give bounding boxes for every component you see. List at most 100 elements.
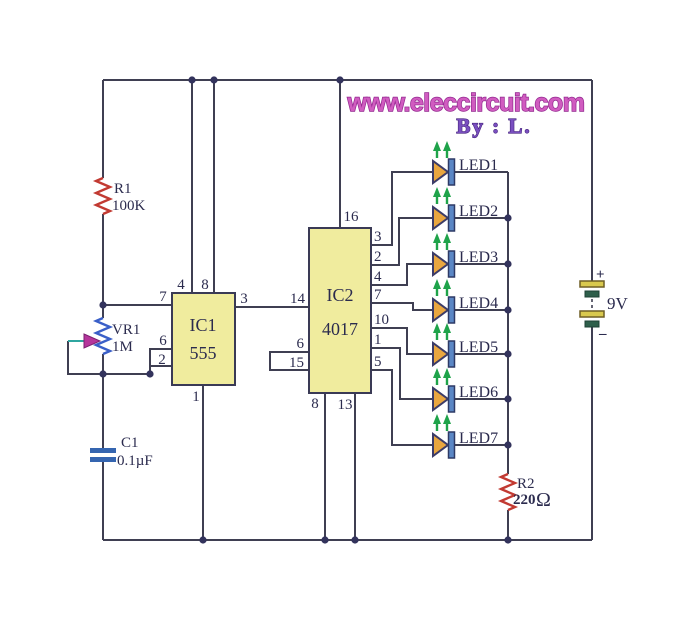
- ic1-pin6-label: 6: [159, 333, 167, 349]
- led-arrow-head-icon: [443, 141, 451, 151]
- battery-voltage-label: 9V: [607, 294, 629, 313]
- junction-dot: [336, 76, 344, 84]
- led5: LED5: [432, 323, 498, 368]
- ic2-part: 4017: [322, 319, 358, 339]
- led-arrow-head-icon: [443, 233, 451, 243]
- led7: LED7: [432, 414, 498, 459]
- led-cathode-bar: [447, 250, 456, 278]
- junction-dot: [504, 395, 512, 403]
- c1-ref: C1: [121, 435, 139, 451]
- junction-dot: [188, 76, 196, 84]
- led-arrow-head-icon: [433, 233, 441, 243]
- led-label: LED2: [459, 203, 498, 220]
- led-arrow-head-icon: [433, 368, 441, 378]
- r1-value: 100K: [112, 198, 146, 214]
- led-triangle-icon: [432, 251, 450, 277]
- ic1-555: IC1 555 4 8 7 3 6 2 1: [158, 277, 248, 405]
- led1: LED1: [432, 141, 498, 186]
- led-cathode-bar: [447, 204, 456, 232]
- junction-dot: [504, 350, 512, 358]
- ic1-part: 555: [190, 343, 217, 363]
- led-arrow-head-icon: [433, 187, 441, 197]
- led3: LED3: [432, 233, 498, 278]
- junction-dot: [199, 536, 207, 544]
- ic1-pin3-label: 3: [240, 291, 248, 307]
- ic2-pin14-label: 14: [290, 291, 306, 307]
- battery-minus-sign: –: [598, 326, 607, 342]
- junction-dot: [504, 536, 512, 544]
- junction-dot: [99, 301, 107, 309]
- ic2-pin4-label: 4: [374, 269, 382, 285]
- led-triangle-icon: [432, 341, 450, 367]
- led-arrow-head-icon: [443, 323, 451, 333]
- led4: LED4: [432, 279, 498, 324]
- ic2-pin15-label: 15: [289, 355, 304, 371]
- led-arrow-head-icon: [443, 279, 451, 289]
- led-cathode-bar: [447, 296, 456, 324]
- ic2-4017: IC2 4017 16 3 2 4 7 10 1 5 14 6 15 8 13: [289, 209, 389, 413]
- wire-ic2-q1-led2: [370, 217, 433, 266]
- led-arrow-head-icon: [433, 414, 441, 424]
- led-triangle-icon: [432, 297, 450, 323]
- c1-value: 0.1µF: [117, 453, 153, 469]
- capacitor-plate: [90, 448, 116, 453]
- ic1-pin4-label: 4: [177, 277, 185, 293]
- capacitor-c1: C1 0.1µF: [90, 435, 153, 469]
- junction-dot: [504, 441, 512, 449]
- r2-value: 220: [513, 492, 536, 508]
- capacitor-plate: [90, 457, 116, 462]
- junction-dot: [504, 260, 512, 268]
- led-arrow-head-icon: [443, 368, 451, 378]
- led-arrow-head-icon: [433, 279, 441, 289]
- wire-vr1-wiper-return: [67, 341, 103, 375]
- resistor-zigzag-icon: [92, 176, 114, 216]
- ic2-pin5-label: 5: [374, 354, 382, 370]
- junction-dot: [210, 76, 218, 84]
- junction-dot: [351, 536, 359, 544]
- junction-dots: [99, 76, 512, 544]
- led-cathode-bar: [447, 340, 456, 368]
- junction-dot: [99, 370, 107, 378]
- wire-ic2-q2-led3: [370, 263, 433, 286]
- led-triangle-icon: [432, 159, 450, 185]
- watermark-url: www.eleccircuit.com: [347, 89, 585, 117]
- led-column: LED1 LED2 LED3 LED4: [432, 141, 498, 459]
- ic2-pin16-label: 16: [344, 209, 360, 225]
- ic2-ref: IC2: [327, 285, 354, 305]
- watermark: www.eleccircuit.com By : L.: [346, 88, 586, 138]
- led-label: LED1: [459, 157, 498, 174]
- led-arrow-head-icon: [443, 414, 451, 424]
- battery-plate-short: [584, 290, 600, 298]
- ic2-pin2-label: 2: [374, 249, 382, 265]
- led-triangle-icon: [432, 205, 450, 231]
- ic2-pin8-label: 8: [311, 396, 319, 412]
- junction-dot: [504, 214, 512, 222]
- battery-plate-long: [579, 310, 605, 318]
- wire-ic2-q4-led5: [370, 327, 433, 355]
- led2: LED2: [432, 187, 498, 232]
- battery-9v: + – 9V: [579, 267, 629, 342]
- junction-dot: [146, 370, 154, 378]
- resistor-r2: R2 220 Ω: [497, 472, 551, 512]
- led-triangle-icon: [432, 386, 450, 412]
- wire-ic2-pin6-pin15-jumper: [269, 351, 309, 371]
- ic2-pin3-label: 3: [374, 229, 382, 245]
- led-arrow-head-icon: [433, 323, 441, 333]
- battery-plus-sign: +: [596, 267, 605, 283]
- led-cathode-bar: [447, 431, 456, 459]
- ic1-pin2-label: 2: [158, 352, 166, 368]
- ic2-pin7-label: 7: [374, 287, 382, 303]
- led-cathode-bar: [447, 385, 456, 413]
- wire-ic2-q5-led6: [370, 347, 433, 400]
- led-label: LED3: [459, 249, 498, 266]
- wire-ic2-q3-led4: [370, 302, 433, 311]
- ic1-pin7-label: 7: [159, 289, 167, 305]
- ic2-pin6-label: 6: [297, 336, 305, 352]
- wire-ic2-q0-led1: [370, 171, 433, 246]
- ic2-body: [308, 227, 372, 394]
- potentiometer-vr1: VR1 1M: [68, 316, 140, 356]
- ic1-body: [171, 292, 236, 386]
- led6: LED6: [432, 368, 498, 413]
- led-label: LED5: [459, 339, 498, 356]
